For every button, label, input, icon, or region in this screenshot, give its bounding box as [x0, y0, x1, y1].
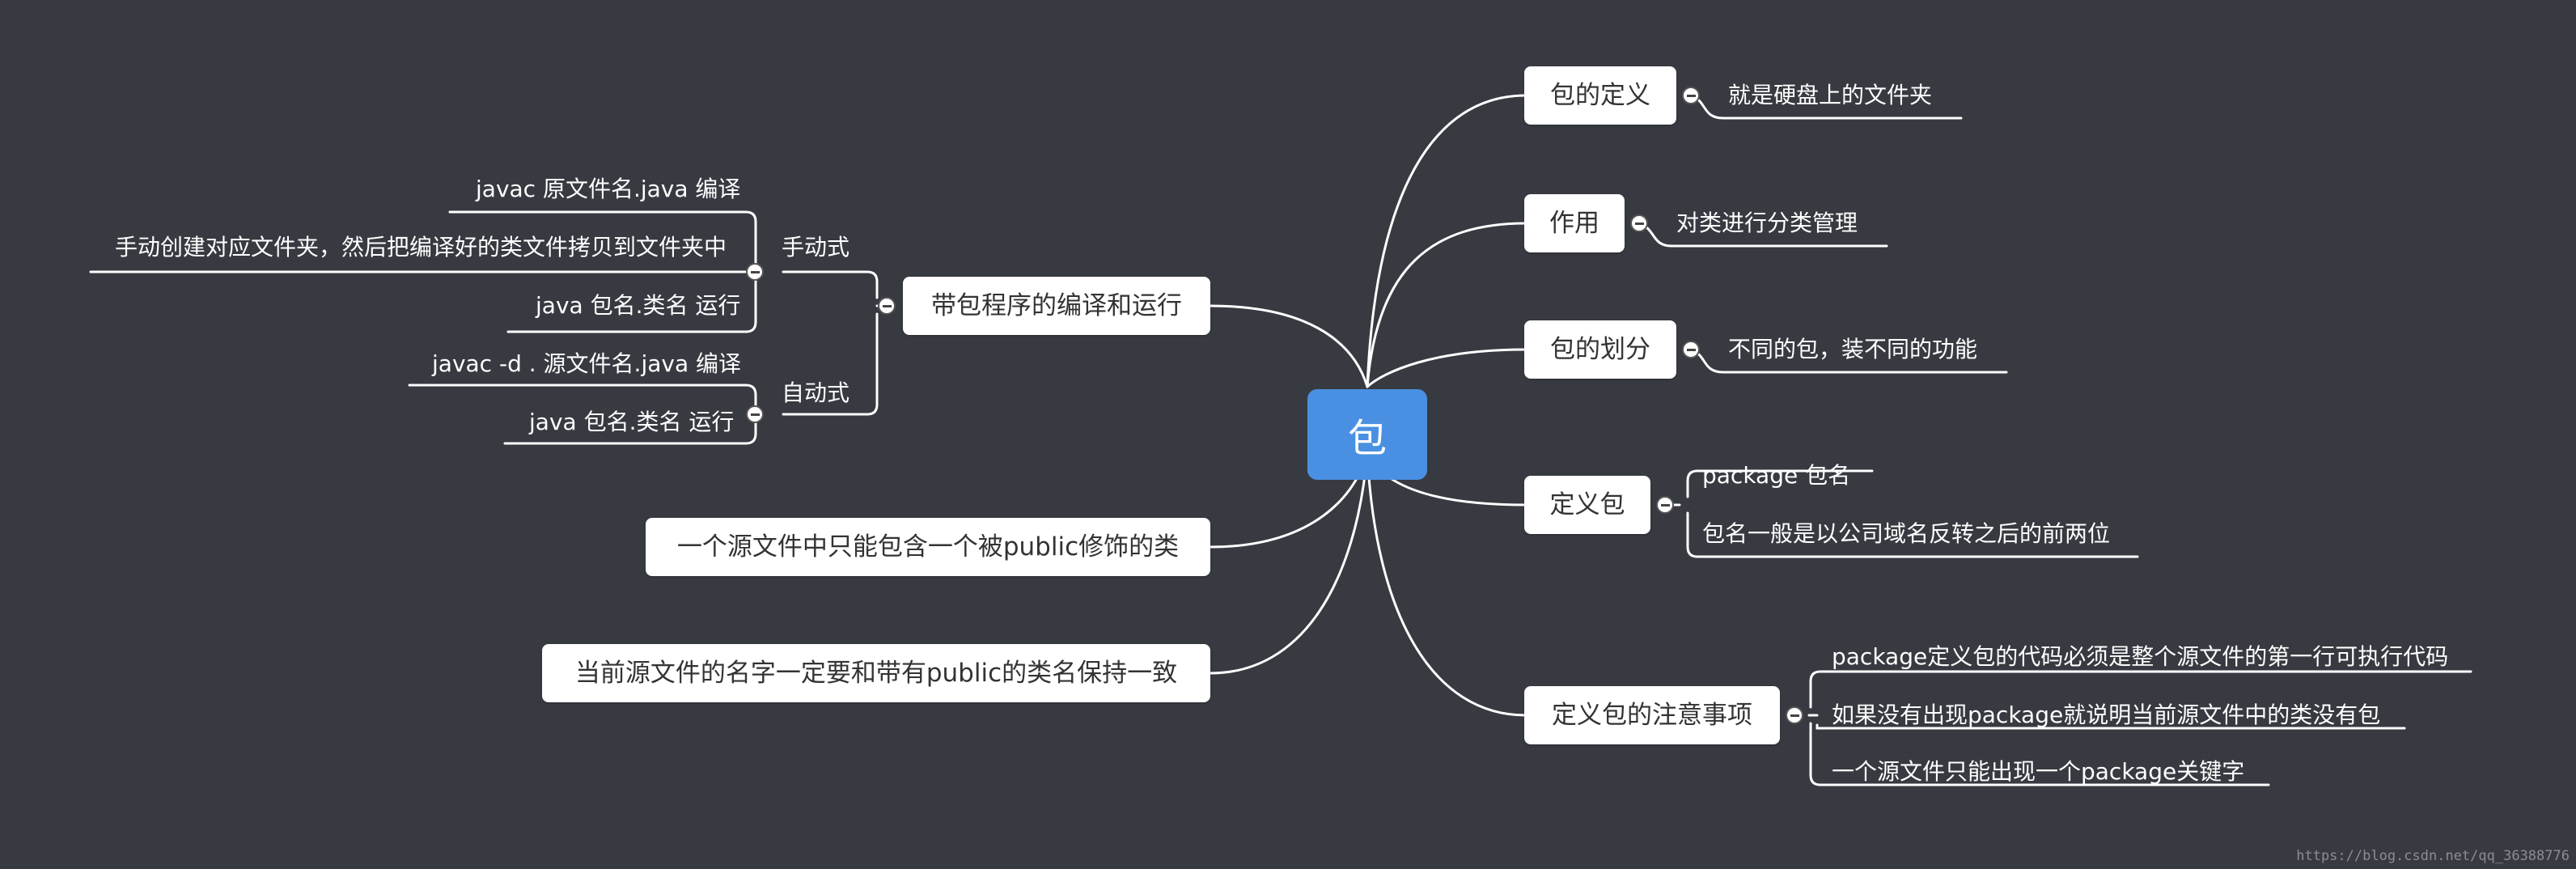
- topic-purpose[interactable]: 作用: [1524, 194, 1625, 252]
- collapse-notes-icon[interactable]: [1786, 706, 1803, 724]
- topic-notes-label: 定义包的注意事项: [1552, 700, 1752, 730]
- topic-definition-label: 包的定义: [1550, 80, 1650, 110]
- collapse-manual-icon[interactable]: [746, 263, 764, 281]
- manual-step: javac 原文件名.java 编译: [476, 176, 741, 202]
- manual-step: java 包名.类名 运行: [536, 292, 741, 319]
- topic-public-rule[interactable]: 一个源文件中只能包含一个被public修饰的类: [646, 518, 1210, 576]
- manual-step: 手动创建对应文件夹，然后把编译好的类文件拷贝到文件夹中: [115, 234, 727, 261]
- watermark: https://blog.csdn.net/qq_36388776: [2296, 848, 2570, 864]
- collapse-define-icon[interactable]: [1656, 496, 1674, 514]
- auto-mode-label: 自动式: [782, 379, 850, 406]
- topic-notes[interactable]: 定义包的注意事项: [1524, 686, 1780, 744]
- topic-define-label: 定义包: [1549, 490, 1625, 519]
- notes-item: 如果没有出现package就说明当前源文件中的类没有包: [1832, 702, 2381, 728]
- edge-root-definition: [1366, 94, 1527, 388]
- topic-definition[interactable]: 包的定义: [1524, 66, 1676, 125]
- edge-notes-items: [1807, 670, 2472, 786]
- notes-item: package定义包的代码必须是整个源文件的第一行可执行代码: [1832, 643, 2449, 670]
- topic-name-rule[interactable]: 当前源文件的名字一定要和带有public的类名保持一致: [542, 644, 1210, 702]
- edge-root-division: [1366, 348, 1527, 388]
- topic-public-rule-label: 一个源文件中只能包含一个被public修饰的类: [676, 532, 1180, 562]
- topic-name-rule-label: 当前源文件的名字一定要和带有public的类名保持一致: [574, 658, 1178, 688]
- edge-root-compile: [1209, 304, 1369, 388]
- topic-compile-run-label: 带包程序的编译和运行: [931, 290, 1182, 320]
- auto-step: javac -d . 源文件名.java 编译: [432, 350, 742, 377]
- edge-root-notes: [1366, 451, 1527, 717]
- auto-step: java 包名.类名 运行: [529, 409, 735, 435]
- edge-root-purpose: [1366, 222, 1527, 388]
- collapse-compile-icon[interactable]: [878, 297, 896, 315]
- topic-division-label: 包的划分: [1550, 334, 1650, 364]
- manual-mode-label: 手动式: [782, 234, 850, 261]
- topic-division[interactable]: 包的划分: [1524, 320, 1676, 379]
- edge-root-name: [1209, 451, 1369, 675]
- define-item: 包名一般是以公司域名反转之后的前两位: [1702, 520, 2111, 547]
- division-detail: 不同的包，装不同的功能: [1728, 336, 1978, 362]
- root-node[interactable]: 包: [1307, 389, 1427, 480]
- collapse-definition-icon[interactable]: [1682, 87, 1700, 104]
- topic-compile-run[interactable]: 带包程序的编译和运行: [903, 277, 1210, 335]
- root-label: 包: [1347, 416, 1387, 461]
- notes-item: 一个源文件只能出现一个package关键字: [1832, 758, 2245, 785]
- purpose-detail: 对类进行分类管理: [1676, 210, 1858, 236]
- topic-define[interactable]: 定义包: [1524, 476, 1650, 534]
- collapse-division-icon[interactable]: [1682, 341, 1700, 358]
- definition-detail: 就是硬盘上的文件夹: [1728, 82, 1933, 108]
- collapse-auto-icon[interactable]: [746, 405, 764, 423]
- topic-purpose-label: 作用: [1549, 208, 1599, 238]
- collapse-purpose-icon[interactable]: [1630, 214, 1648, 232]
- define-item: package 包名: [1702, 462, 1851, 489]
